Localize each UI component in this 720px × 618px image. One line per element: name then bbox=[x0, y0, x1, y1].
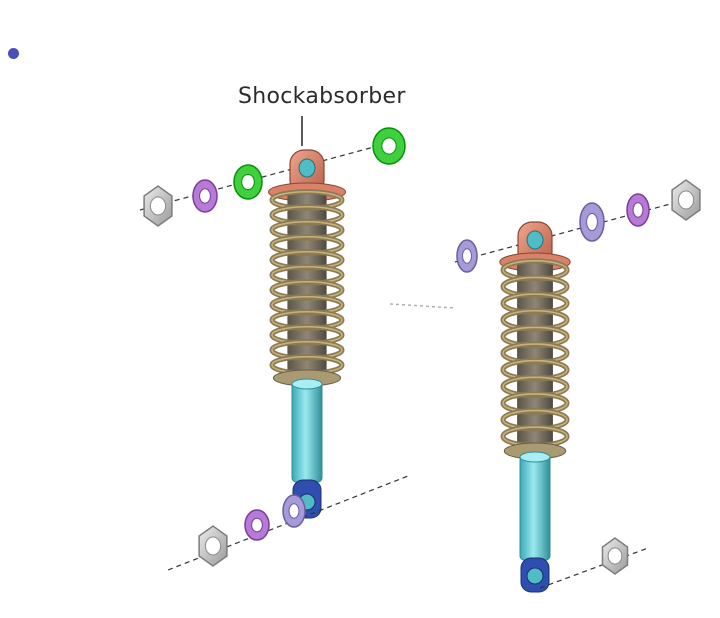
bottom-nut-hole bbox=[204, 536, 222, 556]
bottom-purple-washer-hole bbox=[251, 517, 263, 533]
bullet-dot bbox=[8, 48, 19, 59]
damper-rod bbox=[291, 381, 323, 483]
right-assembly bbox=[454, 179, 701, 593]
bottom-lavender-washer-hole bbox=[288, 503, 300, 519]
right-lavender-washer-hole bbox=[586, 212, 598, 232]
top-left-purple-washer-hole bbox=[199, 188, 211, 204]
top-right-green-washer-hole bbox=[381, 137, 397, 155]
top-bushing bbox=[526, 230, 544, 250]
rod-top-cap bbox=[519, 451, 551, 463]
right-top-lavender-washer-hole bbox=[462, 248, 472, 264]
left-assembly bbox=[139, 116, 409, 571]
top-left-nut-hole bbox=[149, 196, 167, 216]
assembly-arrow bbox=[389, 303, 456, 309]
right-bottom-nut-hole bbox=[607, 547, 623, 565]
bottom-bushing bbox=[526, 567, 544, 585]
axis-line bbox=[539, 547, 649, 589]
top-left-green-washer-hole bbox=[241, 173, 255, 191]
rod-top-cap bbox=[291, 378, 323, 390]
right-top-nut-hole bbox=[677, 190, 695, 210]
axis-line bbox=[454, 195, 701, 263]
shockabsorber-label: Shockabsorber bbox=[238, 84, 406, 109]
top-bushing bbox=[298, 158, 316, 178]
damper-body bbox=[517, 262, 553, 445]
right-purple-washer-hole bbox=[632, 202, 644, 218]
damper-rod bbox=[519, 454, 551, 561]
